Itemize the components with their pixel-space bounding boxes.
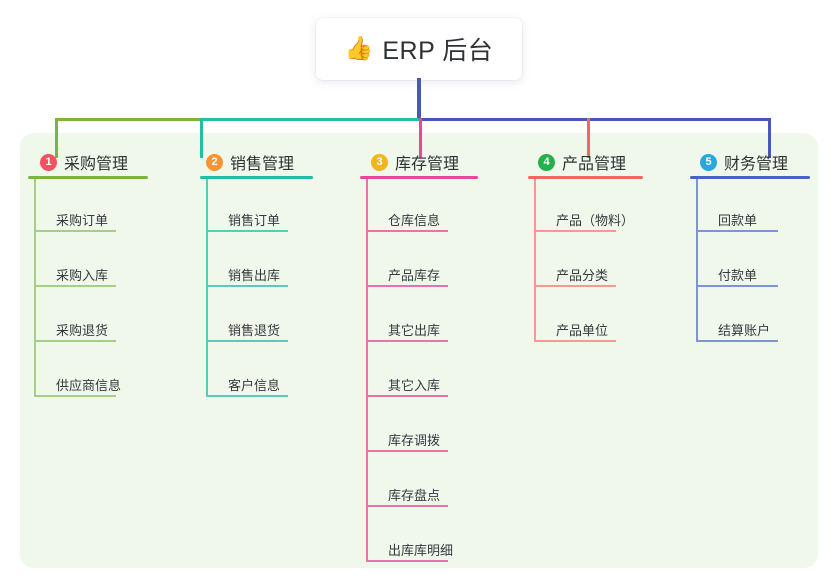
leaf-item-underline (366, 230, 448, 232)
leaf-item-underline (206, 395, 288, 397)
leaf-item-label[interactable]: 出库库明细 (388, 543, 454, 558)
root-node-title: ERP 后台 (382, 37, 494, 65)
thumbs-up-icon: 👍 (344, 35, 374, 62)
leaf-item-label[interactable]: 库存盘点 (388, 488, 441, 503)
leaf-item-label[interactable]: 付款单 (718, 268, 758, 283)
column-underline-3 (360, 176, 478, 179)
leaf-item-label[interactable]: 产品（物料） (556, 213, 635, 228)
column-stem-5 (696, 179, 698, 342)
bus-green (55, 118, 200, 121)
leaf-item-underline (366, 450, 448, 452)
leaf-item-underline (206, 340, 288, 342)
leaf-item-underline (366, 505, 448, 507)
column-header-2[interactable]: 2 销售管理 (206, 150, 294, 174)
drop-col-4 (587, 118, 590, 158)
column-underline-2 (200, 176, 313, 179)
root-stem (417, 78, 421, 121)
drop-col-5 (768, 118, 771, 158)
column-stem-2 (206, 179, 208, 397)
column-badge-5: 5 (700, 153, 717, 171)
column-underline-5 (690, 176, 810, 179)
leaf-item-label[interactable]: 采购订单 (56, 213, 109, 228)
content-panel (20, 133, 818, 568)
column-stem-1 (34, 179, 36, 397)
bus-blue (419, 118, 770, 121)
leaf-item-underline (34, 340, 116, 342)
leaf-item-underline (696, 340, 778, 342)
column-header-5[interactable]: 5 财务管理 (700, 150, 788, 174)
column-stem-4 (534, 179, 536, 342)
column-title-5: 财务管理 (724, 156, 789, 173)
leaf-item-underline (34, 230, 116, 232)
leaf-item-label[interactable]: 其它出库 (388, 323, 441, 338)
drop-col-3 (419, 118, 422, 158)
column-title-2: 销售管理 (230, 156, 295, 173)
leaf-item-underline (34, 285, 116, 287)
leaf-item-underline (34, 395, 116, 397)
leaf-item-label[interactable]: 库存调拨 (388, 433, 441, 448)
column-badge-2: 2 (206, 153, 223, 171)
bus-teal (200, 118, 419, 121)
leaf-item-label[interactable]: 结算账户 (718, 323, 771, 338)
column-stem-3 (366, 179, 368, 562)
leaf-item-underline (696, 285, 778, 287)
leaf-item-label[interactable]: 供应商信息 (56, 378, 122, 393)
leaf-item-underline (366, 560, 448, 562)
leaf-item-underline (534, 230, 616, 232)
column-header-3[interactable]: 3 库存管理 (371, 150, 459, 174)
leaf-item-label[interactable]: 销售出库 (228, 268, 281, 283)
leaf-item-label[interactable]: 回款单 (718, 213, 758, 228)
leaf-item-label[interactable]: 产品库存 (388, 268, 441, 283)
leaf-item-underline (366, 340, 448, 342)
column-title-4: 产品管理 (562, 156, 627, 173)
column-badge-3: 3 (371, 153, 388, 171)
leaf-item-underline (366, 285, 448, 287)
leaf-item-label[interactable]: 其它入库 (388, 378, 441, 393)
column-underline-4 (528, 176, 643, 179)
column-underline-1 (28, 176, 148, 179)
leaf-item-label[interactable]: 产品单位 (556, 323, 609, 338)
leaf-item-label[interactable]: 销售退货 (228, 323, 281, 338)
column-badge-1: 1 (40, 153, 57, 171)
leaf-item-label[interactable]: 产品分类 (556, 268, 609, 283)
leaf-item-label[interactable]: 采购入库 (56, 268, 109, 283)
column-title-1: 采购管理 (64, 156, 129, 173)
column-title-3: 库存管理 (395, 156, 460, 173)
drop-col-1 (55, 118, 58, 158)
drop-col-2 (200, 118, 203, 158)
leaf-item-label[interactable]: 客户信息 (228, 378, 281, 393)
leaf-item-label[interactable]: 仓库信息 (388, 213, 441, 228)
column-header-1[interactable]: 1 采购管理 (40, 150, 128, 174)
leaf-item-underline (696, 230, 778, 232)
leaf-item-label[interactable]: 采购退货 (56, 323, 109, 338)
leaf-item-underline (534, 285, 616, 287)
leaf-item-label[interactable]: 销售订单 (228, 213, 281, 228)
leaf-item-underline (206, 230, 288, 232)
column-header-4[interactable]: 4 产品管理 (538, 150, 626, 174)
column-badge-4: 4 (538, 153, 555, 171)
leaf-item-underline (206, 285, 288, 287)
leaf-item-underline (366, 395, 448, 397)
leaf-item-underline (534, 340, 616, 342)
root-node-card[interactable]: 👍 ERP 后台 (316, 18, 522, 80)
